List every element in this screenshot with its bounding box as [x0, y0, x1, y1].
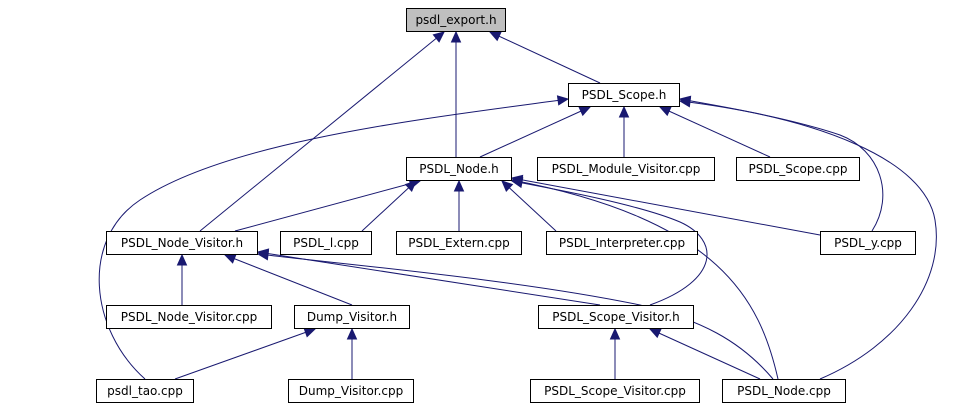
edge-psdl-node-visitor-h-to-psdl-export-h [199, 31, 445, 232]
arrowhead-psdl-node-visitor-cpp-to-psdl-node-visitor-h [176, 253, 188, 266]
node-psdl-l-cpp[interactable]: PSDL_l.cpp [280, 231, 372, 255]
arrowhead-psdl-node-cpp-to-psdl-scope-h [678, 97, 692, 108]
node-psdl-export-h: psdl_export.h [406, 8, 506, 32]
node-psdl-tao-cpp[interactable]: psdl_tao.cpp [96, 379, 194, 403]
edge-psdl-scope-cpp-to-psdl-scope-h [659, 106, 771, 158]
node-psdl-extern-cpp[interactable]: PSDL_Extern.cpp [396, 231, 522, 255]
node-psdl-y-cpp[interactable]: PSDL_y.cpp [820, 231, 916, 255]
edge-psdl-tao-cpp-to-dump-visitor-h [174, 328, 316, 380]
node-psdl-scope-h[interactable]: PSDL_Scope.h [568, 83, 680, 107]
edge-dump-visitor-h-to-psdl-node-visitor-h [224, 254, 353, 306]
node-dump-visitor-h[interactable]: Dump_Visitor.h [294, 305, 410, 329]
node-psdl-scope-cpp[interactable]: PSDL_Scope.cpp [736, 157, 860, 181]
arrowhead-dump-visitor-cpp-to-dump-visitor-h [346, 327, 358, 340]
edge-psdl-node-visitor-h-to-psdl-node-h [234, 180, 421, 232]
arrowhead-psdl-tao-cpp-to-dump-visitor-h [303, 327, 317, 338]
edge-psdl-tao-cpp-to-psdl-scope-h [98, 98, 569, 380]
edge-psdl-node-cpp-to-psdl-node-visitor-h [257, 253, 774, 380]
edge-psdl-node-cpp-to-psdl-scope-visitor-h [649, 328, 761, 380]
arrowhead-psdl-node-cpp-to-psdl-node-visitor-h [256, 250, 270, 261]
arrowhead-psdl-node-cpp-to-psdl-node-h [510, 176, 524, 188]
node-psdl-module-visitor-cpp[interactable]: PSDL_Module_Visitor.cpp [537, 157, 715, 181]
arrowhead-psdl-module-visitor-cpp-to-psdl-scope-h [618, 105, 630, 118]
node-psdl-node-visitor-h[interactable]: PSDL_Node_Visitor.h [106, 231, 258, 255]
node-dump-visitor-cpp[interactable]: Dump_Visitor.cpp [288, 379, 414, 403]
arrowhead-dump-visitor-h-to-psdl-node-visitor-h [223, 253, 237, 264]
edge-psdl-y-cpp-to-psdl-node-h [511, 177, 821, 236]
node-psdl-scope-visitor-h[interactable]: PSDL_Scope_Visitor.h [538, 305, 694, 329]
arrowhead-psdl-scope-visitor-cpp-to-psdl-scope-visitor-h [609, 327, 621, 340]
node-psdl-interpreter-cpp[interactable]: PSDL_Interpreter.cpp [546, 231, 698, 255]
arrowhead-psdl-interpreter-cpp-to-psdl-node-h [501, 180, 514, 193]
node-psdl-node-cpp[interactable]: PSDL_Node.cpp [722, 379, 846, 403]
edge-psdl-scope-h-to-psdl-export-h [489, 31, 601, 84]
arrowhead-psdl-node-h-to-psdl-export-h [450, 30, 462, 43]
edge-psdl-l-cpp-to-psdl-node-h [361, 180, 417, 232]
arrowhead-psdl-node-cpp-to-psdl-scope-visitor-h [648, 328, 662, 339]
edge-psdl-node-h-to-psdl-scope-h [479, 106, 591, 158]
edge-psdl-node-cpp-to-psdl-node-h [511, 179, 779, 380]
edge-psdl-interpreter-cpp-to-psdl-node-h [501, 180, 557, 232]
node-psdl-scope-visitor-cpp[interactable]: PSDL_Scope_Visitor.cpp [530, 379, 700, 403]
arrowhead-psdl-tao-cpp-to-psdl-scope-h [556, 95, 570, 106]
arrowhead-psdl-node-visitor-h-to-psdl-export-h [432, 31, 445, 43]
arrowhead-psdl-node-h-to-psdl-scope-h [578, 106, 592, 117]
arrowhead-psdl-extern-cpp-to-psdl-node-h [453, 179, 465, 192]
edge-psdl-node-cpp-to-psdl-scope-h [679, 100, 937, 380]
node-psdl-node-visitor-cpp[interactable]: PSDL_Node_Visitor.cpp [106, 305, 272, 329]
arrowhead-psdl-scope-h-to-psdl-export-h [488, 31, 502, 42]
arrowhead-psdl-scope-cpp-to-psdl-scope-h [658, 106, 672, 117]
node-psdl-node-h[interactable]: PSDL_Node.h [406, 157, 512, 181]
arrowhead-psdl-l-cpp-to-psdl-node-h [404, 180, 417, 193]
edge-psdl-scope-visitor-h-to-psdl-node-h [511, 180, 708, 306]
